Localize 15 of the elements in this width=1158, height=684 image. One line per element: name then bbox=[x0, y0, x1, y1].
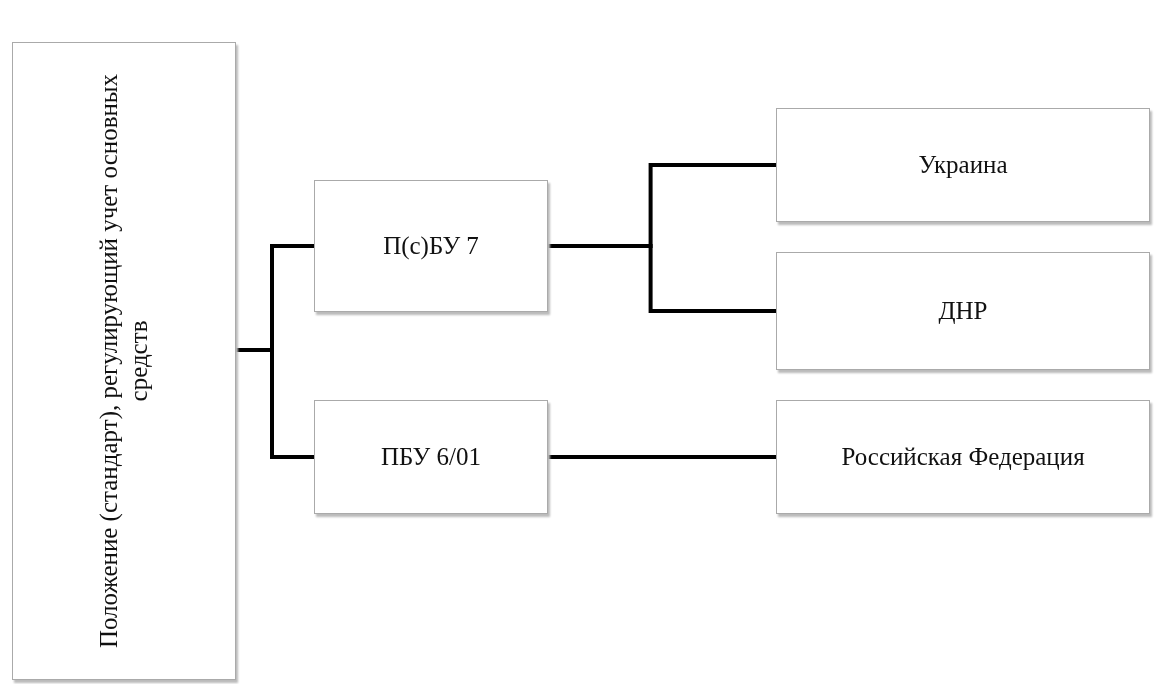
box-label: Украина bbox=[918, 150, 1008, 180]
box-label: Российская Федерация bbox=[841, 442, 1085, 472]
box-label: ПБУ 6/01 bbox=[381, 442, 481, 472]
connector-line bbox=[548, 455, 776, 459]
text-box bbox=[12, 42, 236, 680]
text-box bbox=[776, 252, 1150, 370]
text-box bbox=[314, 180, 548, 312]
box-label: ДНР bbox=[938, 296, 988, 326]
text-box bbox=[314, 400, 548, 514]
box-label: П(с)БУ 7 bbox=[383, 231, 479, 261]
connector-line bbox=[236, 348, 314, 459]
text-box bbox=[776, 400, 1150, 514]
box-label: Положение (стандарт), регулирующий учет основных средств bbox=[94, 72, 153, 651]
connector-line bbox=[548, 244, 776, 313]
text-box bbox=[776, 108, 1150, 222]
